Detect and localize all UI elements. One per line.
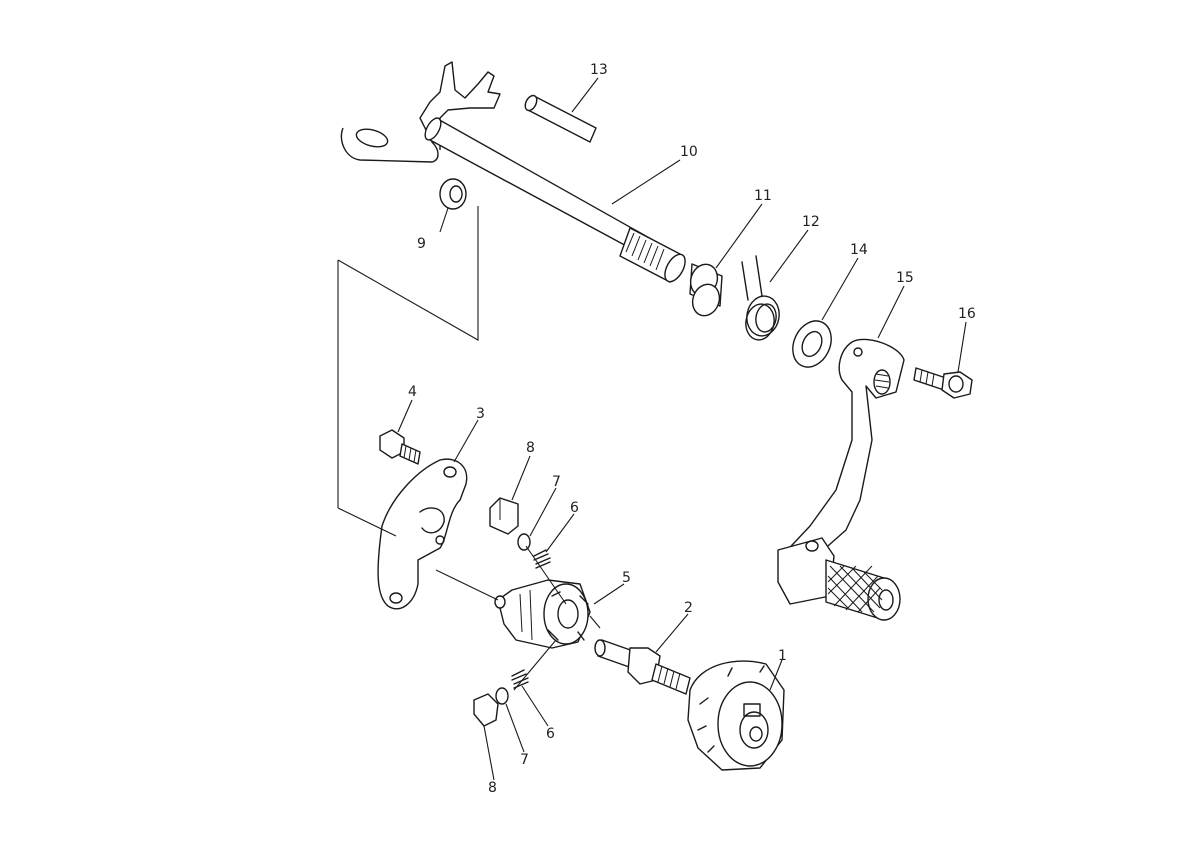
- part-7-lower-pin: [495, 687, 509, 705]
- leader-lines: [397, 77, 967, 781]
- callout-1: 1: [778, 648, 787, 664]
- part-13-pin: [524, 94, 597, 143]
- callout-9: 9: [417, 236, 426, 252]
- part-6-upper-spring: [533, 549, 551, 569]
- callout-8-upper: 8: [526, 440, 535, 456]
- callout-11: 11: [754, 188, 772, 204]
- part-8-lower-follower: [473, 693, 499, 727]
- callout-7-lower: 7: [520, 752, 529, 768]
- callout-4: 4: [408, 384, 417, 400]
- callout-12: 12: [802, 214, 820, 230]
- part-10-shift-shaft: [340, 61, 686, 283]
- callout-6-upper: 6: [570, 500, 579, 516]
- callout-14: 14: [850, 242, 868, 258]
- callout-5: 5: [622, 570, 631, 586]
- callout-3: 3: [476, 406, 485, 422]
- callout-2: 2: [684, 600, 693, 616]
- part-5-segment: [494, 579, 591, 649]
- callout-16: 16: [958, 306, 976, 322]
- part-7-upper-pin: [517, 533, 531, 551]
- part-16-bolt: [913, 367, 973, 399]
- part-14-washer: [792, 320, 832, 368]
- callout-7-upper: 7: [552, 474, 561, 490]
- callout-10: 10: [680, 144, 698, 160]
- part-8-upper-follower: [489, 497, 519, 535]
- part-2-bolt: [594, 639, 691, 695]
- callout-8-lower: 8: [488, 780, 497, 796]
- part-9-washer: [439, 178, 467, 210]
- part-12-torsion-spring: [741, 255, 780, 341]
- assembly-guide-lines: [337, 206, 601, 691]
- part-11-collar: [689, 263, 723, 317]
- callout-15: 15: [896, 270, 914, 286]
- part-4-bolt: [379, 429, 421, 465]
- callout-numbers: 1 2 3 4 5 6 7 8 9 10 11 12 13 14 15 16 6…: [408, 62, 976, 796]
- part-15-shift-pedal: [777, 338, 905, 621]
- part-1-drum-segment: [687, 660, 785, 771]
- part-6-lower-spring: [511, 669, 529, 689]
- part-3-plate: [377, 458, 468, 610]
- callout-6-lower: 6: [546, 726, 555, 742]
- callout-13: 13: [590, 62, 608, 78]
